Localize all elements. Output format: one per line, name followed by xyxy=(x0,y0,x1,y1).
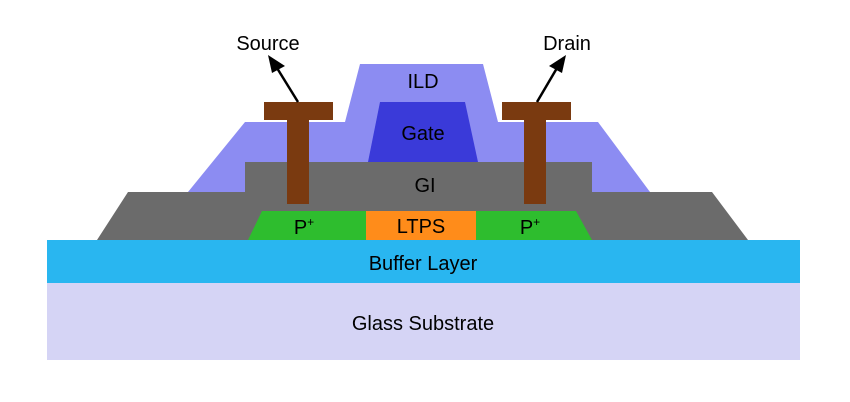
gate-electrode xyxy=(368,102,478,162)
p-plus-left-region xyxy=(248,211,366,240)
glass-substrate-label: Glass Substrate xyxy=(352,313,494,335)
drain-arrow-head xyxy=(549,55,566,73)
drain-arrow-line xyxy=(535,67,559,103)
p-plus-left-label: P+ xyxy=(294,215,314,239)
p-plus-right-label: P+ xyxy=(520,215,540,239)
source-label: Source xyxy=(236,33,299,55)
gate-label: Gate xyxy=(401,123,444,145)
ild-label: ILD xyxy=(407,71,438,93)
drain-electrode xyxy=(502,102,571,204)
buffer-layer-label: Buffer Layer xyxy=(369,253,478,275)
buffer-layer xyxy=(47,240,800,283)
source-arrow-line xyxy=(275,67,300,103)
source-electrode xyxy=(264,102,333,204)
ltps-label: LTPS xyxy=(397,216,446,238)
gi-label: GI xyxy=(414,175,435,197)
source-arrow-head xyxy=(268,55,285,73)
glass-substrate-layer xyxy=(47,283,800,360)
ltps-channel-region xyxy=(366,211,476,240)
p-plus-right-region xyxy=(476,211,592,240)
drain-label: Drain xyxy=(543,33,591,55)
